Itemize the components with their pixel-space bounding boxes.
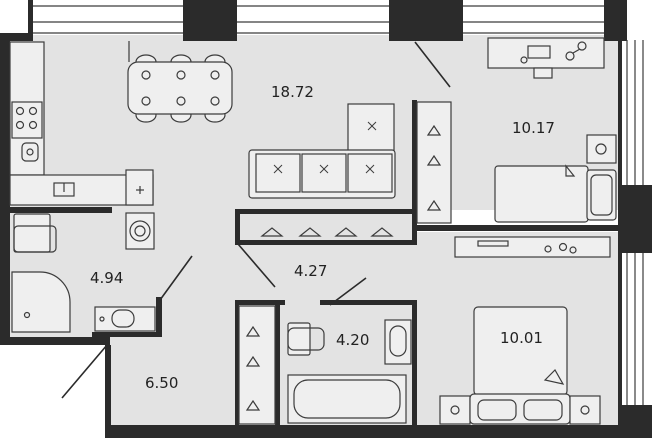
bathroom-middle-fixtures [287,319,412,424]
room-area-bedroom-lower: 10.01 [500,329,543,347]
windows [33,5,644,405]
bathroom-left-fixtures [11,212,156,333]
room-area-corridor: 4.27 [294,262,327,280]
wardrobe-living [416,101,452,224]
wardrobe-corridor [260,227,394,237]
interior-walls [10,100,618,425]
dining-table [127,41,233,123]
room-labels: 18.72 10.17 4.94 4.27 4.20 10.01 6.50 [90,83,555,392]
bedroom-upper-furniture [487,37,617,223]
room-area-hall: 6.50 [145,374,178,392]
sofa [248,103,396,199]
bedroom-lower-furniture [439,236,611,425]
doors [61,41,451,399]
room-area-bedroom-upper: 10.17 [512,119,555,137]
kitchen [9,41,154,206]
wardrobe-hall [238,305,276,425]
room-area-living-kitchen: 18.72 [271,83,314,101]
room-area-bathroom-left: 4.94 [90,269,123,287]
room-area-bathroom-middle: 4.20 [336,331,369,349]
